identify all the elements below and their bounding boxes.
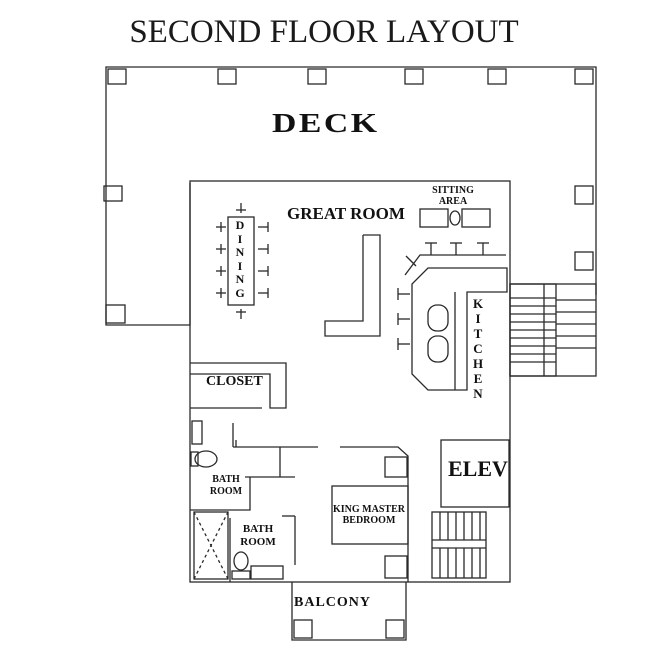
deck-posts bbox=[103, 68, 594, 324]
page-title: SECOND FLOOR LAYOUT bbox=[129, 14, 519, 50]
bath-room-1-label: BATH ROOM bbox=[209, 474, 243, 497]
elevator-label: ELEV bbox=[448, 456, 508, 481]
great-room-counter bbox=[324, 234, 381, 337]
balcony-label: BALCONY bbox=[294, 595, 372, 610]
deck-label: DECK bbox=[272, 108, 380, 138]
sitting-area-furniture bbox=[419, 208, 491, 228]
bath-room-2-label: BATH ROOM bbox=[240, 523, 276, 548]
deck-outline bbox=[105, 66, 597, 326]
bath1-fixtures bbox=[190, 420, 218, 468]
interior-stairs bbox=[431, 511, 487, 579]
kitchen-counters bbox=[397, 242, 508, 391]
elevator bbox=[440, 439, 510, 508]
king-master-bedroom-label: KING MASTER BEDROOM bbox=[333, 504, 405, 526]
dining-table bbox=[216, 203, 269, 319]
sitting-area-label: SITTING AREA bbox=[432, 185, 474, 207]
king-bed bbox=[331, 456, 409, 579]
interior-walls bbox=[190, 423, 409, 582]
closet-label: CLOSET bbox=[206, 374, 263, 389]
great-room-label: GREAT ROOM bbox=[287, 204, 405, 223]
bath2-fixtures bbox=[193, 511, 284, 580]
exterior-stairs bbox=[509, 283, 597, 377]
balcony-outline bbox=[291, 582, 407, 641]
closet-walls bbox=[190, 362, 287, 409]
house-outline bbox=[189, 180, 511, 583]
